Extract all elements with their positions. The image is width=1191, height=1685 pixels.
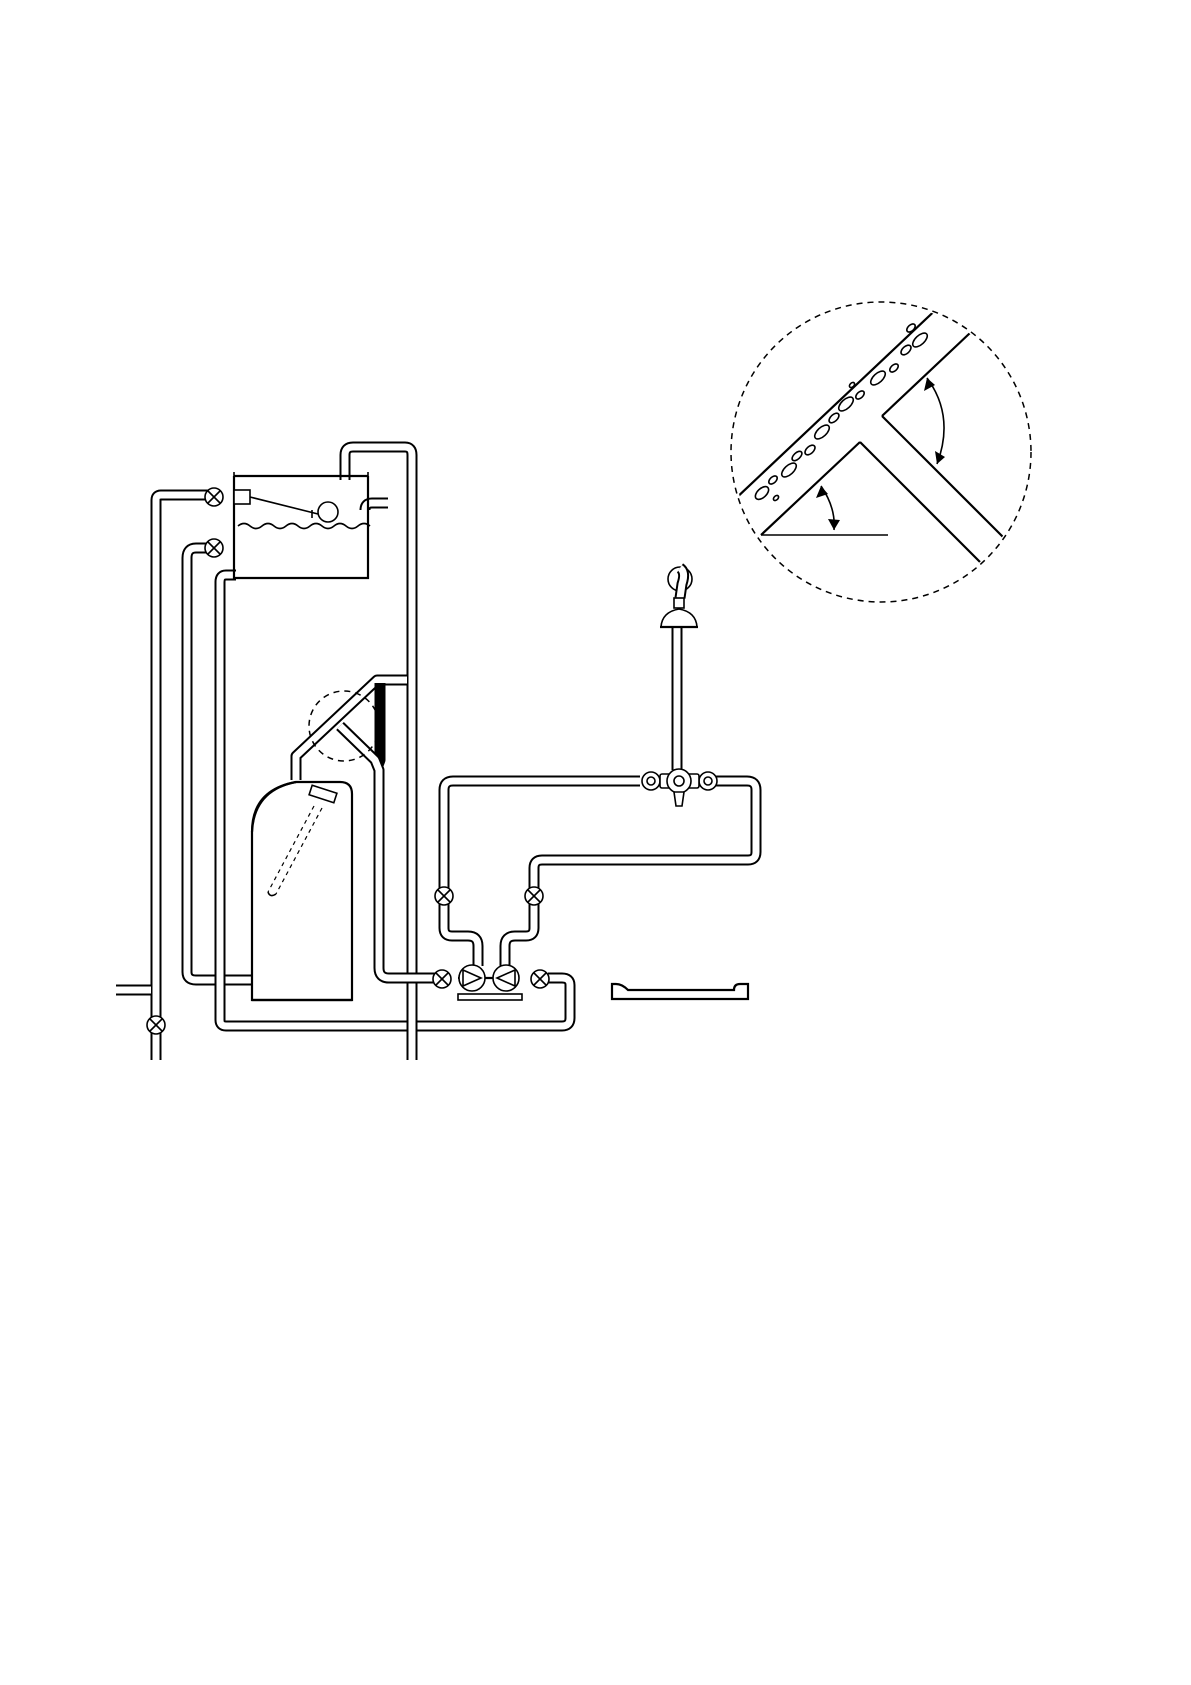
valve-pump-cold-inlet [531,970,549,988]
cold-water-storage-cistern [234,472,370,578]
detail-outline [731,302,1031,602]
valve-pump-hot-inlet [433,970,451,988]
shower-tray [612,984,748,999]
valve-hot-outlet [435,887,453,905]
tee-angle-arc [927,378,944,464]
pipe-junction-detail [731,302,1031,602]
twin-impeller-shower-pump [458,965,522,1000]
shower-head [660,567,698,627]
hot-water-cylinder [252,782,352,1000]
valve-main-supply [147,1016,165,1034]
thermostatic-shower-mixer [642,769,717,806]
valve-cold-feed [205,539,223,557]
valve-supply-upper [205,488,223,506]
valve-cold-outlet [525,887,543,905]
water-level [238,524,370,529]
isolating-valves [147,488,549,1034]
air-bubbles [753,322,930,501]
float-valve [234,490,338,522]
immersion-heater [268,785,337,895]
